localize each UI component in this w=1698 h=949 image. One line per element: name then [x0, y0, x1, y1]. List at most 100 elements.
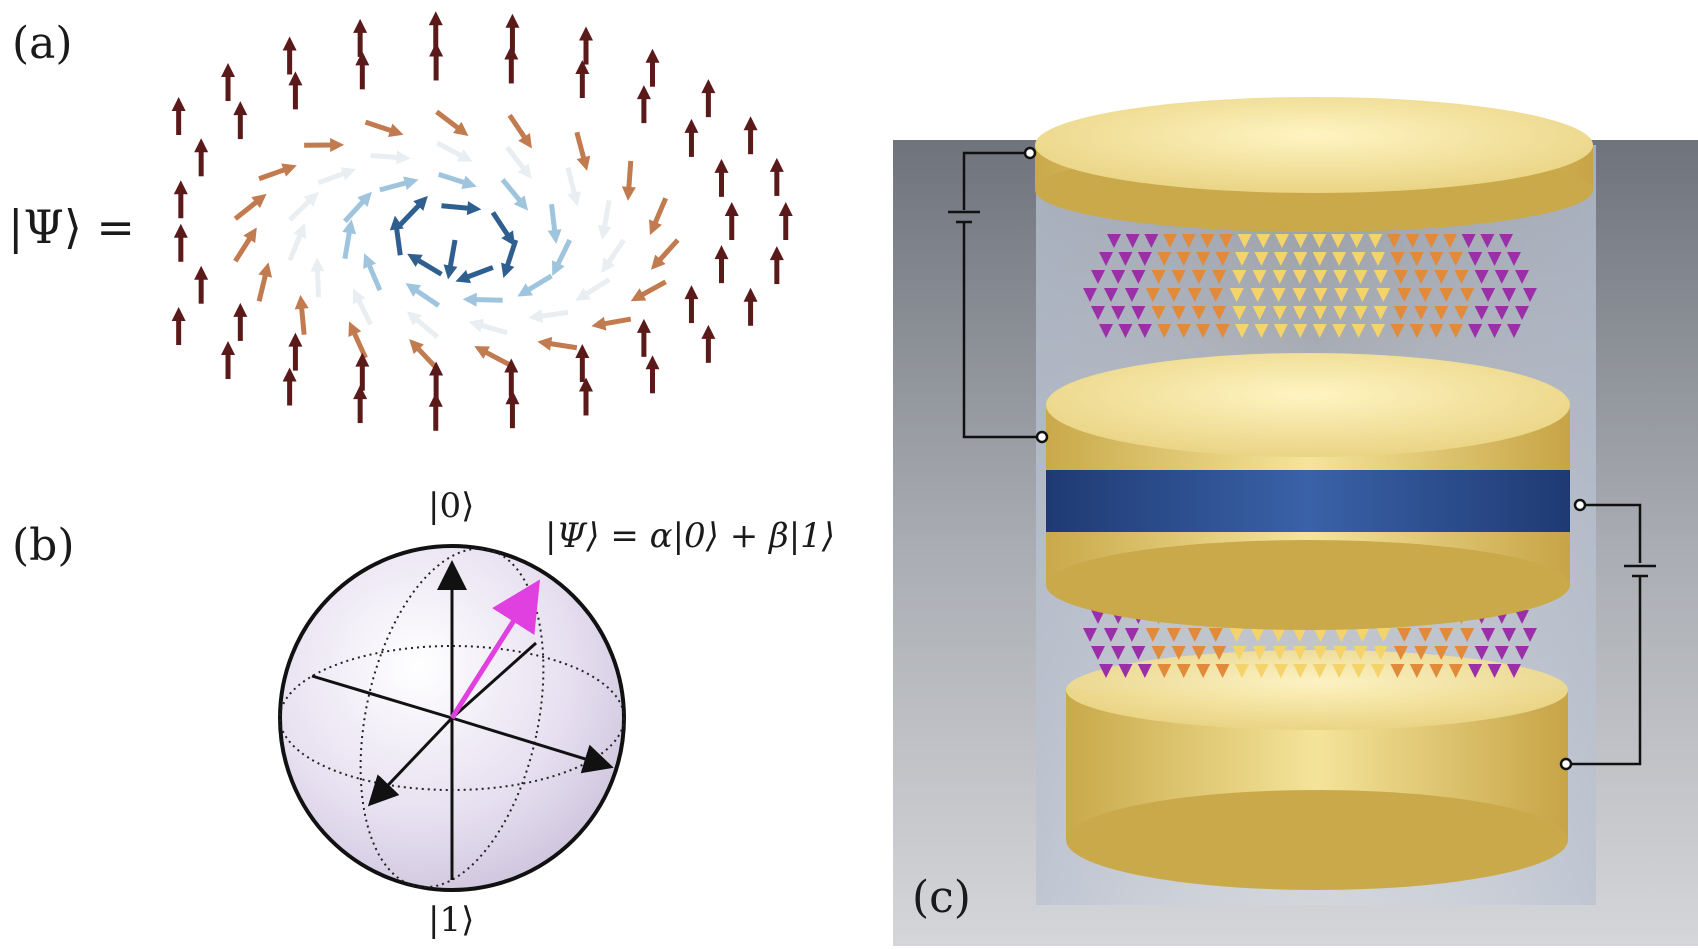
spin-cone	[1393, 646, 1408, 660]
spin-arrow	[429, 42, 444, 81]
spin-arrow	[288, 332, 303, 371]
spin-cone	[1273, 324, 1288, 338]
spin-cone	[1212, 306, 1227, 320]
spin-arrow	[552, 238, 572, 276]
spin-arrow	[405, 283, 441, 308]
spin-cone	[1229, 628, 1244, 642]
spin-arrow	[287, 223, 307, 262]
spin-cone	[1235, 664, 1249, 678]
insulator-band	[1046, 470, 1570, 532]
spin-cone	[1474, 270, 1489, 284]
spin-arrow	[636, 85, 651, 124]
spin-cone	[1215, 324, 1230, 338]
spin-arrow	[649, 197, 668, 236]
spin-arrow	[743, 116, 758, 155]
spin-cone	[1091, 646, 1105, 660]
spin-cone	[1334, 288, 1349, 302]
spin-cone	[1151, 270, 1166, 284]
spin-arrow	[233, 227, 257, 263]
spin-cone	[1448, 324, 1463, 338]
spin-cone	[1376, 628, 1391, 642]
spin-cone	[1371, 324, 1385, 338]
spin-arrow	[398, 195, 428, 227]
spin-arrow	[282, 367, 297, 406]
spin-cone	[1196, 324, 1211, 338]
spin-arrow	[282, 36, 297, 75]
spin-arrow	[597, 199, 612, 240]
spin-arrow	[407, 253, 443, 277]
spin-cone	[1393, 270, 1408, 284]
spin-cone	[1292, 288, 1307, 302]
spin-cone	[1215, 252, 1230, 266]
spin-cone	[1272, 306, 1287, 320]
bottom-electrode	[1066, 650, 1568, 890]
spin-arrow	[428, 392, 443, 431]
spin-arrow	[353, 18, 368, 57]
spin-cone	[1091, 270, 1105, 284]
spin-arrow	[650, 238, 680, 270]
spin-cone	[1176, 252, 1191, 266]
spin-cone	[1507, 252, 1521, 266]
spin-arrow	[173, 223, 188, 262]
spin-cone	[1208, 288, 1223, 302]
spin-cone	[1103, 288, 1118, 302]
spin-cone	[1232, 646, 1247, 660]
spin-cone	[1439, 628, 1454, 642]
spin-cone	[1414, 270, 1429, 284]
spin-arrow	[701, 324, 716, 363]
spin-cone	[1292, 628, 1307, 642]
spin-arrow	[645, 355, 660, 394]
spin-cone	[1091, 610, 1105, 624]
spin-cone	[1235, 252, 1249, 266]
spin-cone	[1418, 288, 1433, 302]
spin-cone	[1434, 306, 1449, 320]
panel-c-label: (c)	[912, 872, 971, 923]
spin-cone	[1460, 288, 1475, 302]
spin-cone	[1181, 234, 1196, 248]
spin-cone	[1312, 252, 1327, 266]
spin-cone	[1414, 306, 1429, 320]
ket-zero-label: |0⟩	[428, 486, 475, 526]
spin-cone	[1171, 646, 1186, 660]
spin-cone	[1151, 306, 1166, 320]
spin-arrow	[505, 390, 520, 429]
spin-cone	[1487, 664, 1502, 678]
spin-cone	[1353, 270, 1368, 284]
spin-cone	[1418, 628, 1433, 642]
spin-arrow	[288, 191, 319, 222]
spin-cone	[1454, 306, 1469, 320]
battery-symbol-lower	[1559, 498, 1656, 771]
spin-cone	[1292, 270, 1307, 284]
spin-cone	[1212, 646, 1227, 660]
spin-cone	[1237, 234, 1252, 248]
spin-cone	[1487, 324, 1502, 338]
spin-cone	[1145, 288, 1160, 302]
spin-arrow	[468, 318, 508, 336]
spin-cone	[1429, 324, 1444, 338]
spin-cone	[1171, 306, 1186, 320]
spin-cone	[1187, 288, 1202, 302]
spin-arrow	[364, 119, 404, 137]
spin-arrow	[714, 158, 729, 197]
spin-cone	[1111, 306, 1126, 320]
spin-cone	[1409, 324, 1424, 338]
spin-cone	[1390, 324, 1405, 338]
spin-cone	[1099, 664, 1113, 678]
spin-arrow	[684, 118, 699, 157]
spin-cone	[1273, 252, 1288, 266]
spin-arrow	[528, 309, 569, 324]
spin-cone	[1171, 270, 1186, 284]
spin-cone	[1293, 252, 1308, 266]
spin-arrow	[437, 171, 477, 189]
spin-arrow	[256, 262, 273, 302]
spin-cone	[1131, 306, 1146, 320]
spin-cone	[1254, 252, 1269, 266]
spin-cone	[1480, 234, 1495, 248]
spin-cone	[1439, 288, 1454, 302]
spin-cone	[1448, 252, 1463, 266]
spin-cone	[1515, 306, 1529, 320]
spin-cone	[1163, 234, 1177, 248]
spin-cone	[1454, 270, 1469, 284]
bloch-axes	[311, 560, 614, 880]
